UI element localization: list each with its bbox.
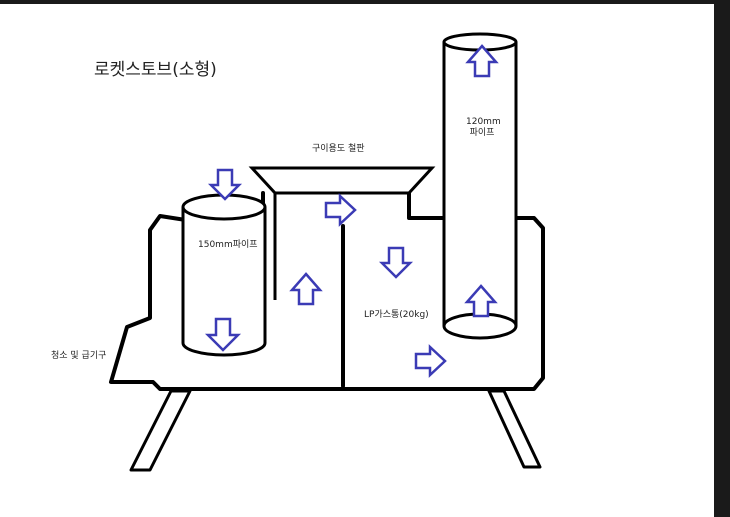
flow-arrow-down-icon [204, 317, 242, 352]
right-border [714, 0, 730, 517]
flow-arrow-up-icon [464, 284, 498, 318]
flow-arrow-up-icon [465, 44, 499, 78]
right-leg [487, 389, 542, 469]
flow-arrow-up-icon [289, 272, 323, 306]
pipe-120-label-line2: 파이프 [469, 127, 495, 138]
cooking-plate-label: 구이용도 철판 [312, 144, 365, 154]
flow-arrow-down-icon [378, 246, 414, 279]
pipe-150-label: 150mm파이프 [198, 240, 258, 250]
flow-arrow-right-icon [414, 344, 447, 378]
left-leg [129, 389, 192, 472]
pipe-120-label-line1: 120mm [466, 117, 501, 127]
cleaning-intake-label: 청소 및 급기구 [51, 351, 107, 361]
lp-gas-tank-label: LP가스통(20kg) [364, 310, 429, 320]
pipe-120-label: 120mm 파이프 [466, 117, 501, 139]
pipe-150-shape [181, 193, 267, 357]
flow-arrow-down-icon [207, 168, 243, 201]
pipe-120-shape [442, 32, 518, 340]
stove-body-outline [109, 191, 545, 391]
flow-arrow-right-icon [324, 193, 357, 227]
diagram-title: 로켓스토브(소형) [94, 60, 217, 80]
rocket-stove-drawing [109, 32, 545, 472]
top-border [0, 0, 730, 4]
cooking-plate-shape [248, 166, 436, 195]
